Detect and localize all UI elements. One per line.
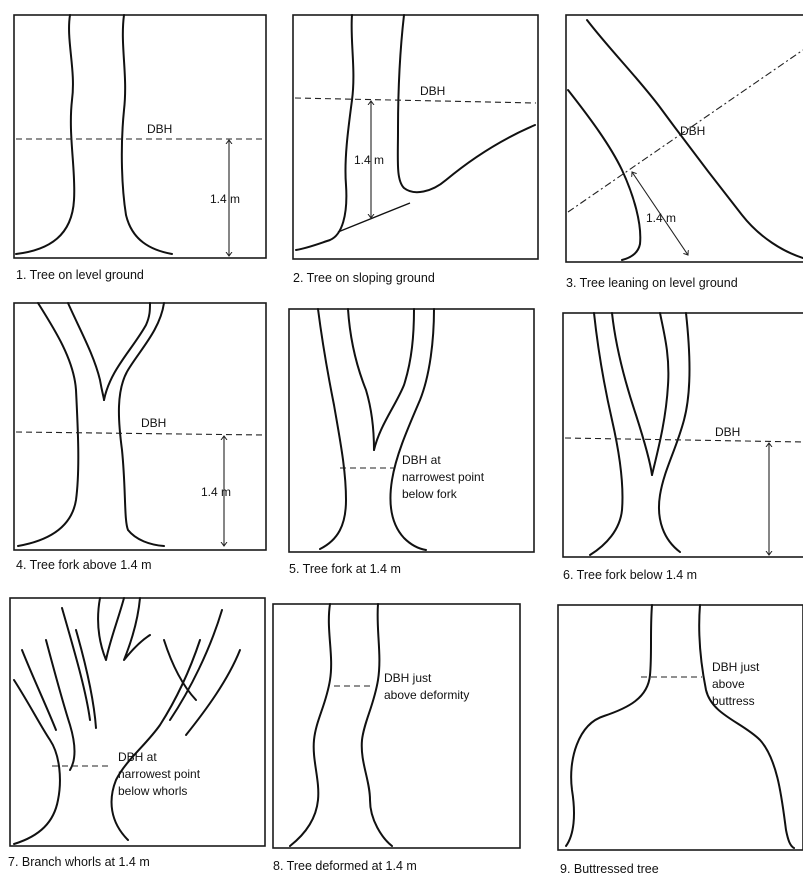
panel-3-dbh-label: DBH [680, 124, 705, 138]
panel-2-height-label: 1.4 m [354, 153, 384, 167]
panel-9-label-line2: above [712, 677, 745, 691]
panel-3-leaning-tree: DBH 1.4 m 3. Tree leaning on level groun… [566, 15, 803, 290]
panel-2-dbh-label: DBH [420, 84, 445, 98]
panel-9-label-line3: buttress [712, 694, 755, 708]
panel-7-label-line2: narrowest point [118, 767, 201, 781]
panel-9-buttressed: DBH just above buttress 9. Buttressed tr… [558, 605, 803, 875]
panel-4-fork-above: DBH 1.4 m 4. Tree fork above 1.4 m [14, 303, 266, 572]
panel-4-height-label: 1.4 m [201, 485, 231, 499]
panel-7-branch-whorls: DBH at narrowest point below whorls 7. B… [8, 598, 265, 869]
panel-3-caption: 3. Tree leaning on level ground [566, 276, 738, 290]
panel-6-caption: 6. Tree fork below 1.4 m [563, 568, 697, 582]
panel-5-caption: 5. Tree fork at 1.4 m [289, 562, 401, 576]
panel-1-dbh-label: DBH [147, 122, 172, 136]
panel-5-label-line1: DBH at [402, 453, 441, 467]
panel-1-caption: 1. Tree on level ground [16, 268, 144, 282]
panel-5-label-line2: narrowest point [402, 470, 485, 484]
panel-7-caption: 7. Branch whorls at 1.4 m [8, 855, 150, 869]
panel-8-deformed: DBH just above deformity 8. Tree deforme… [273, 604, 520, 873]
panel-2-sloping-ground: DBH 1.4 m 2. Tree on sloping ground [293, 15, 538, 285]
panel-6-dbh-label: DBH [715, 425, 740, 439]
panel-5-fork-at: DBH at narrowest point below fork 5. Tre… [289, 309, 534, 576]
panel-6-fork-below: DBH 6. Tree fork below 1.4 m [563, 313, 803, 582]
panel-4-caption: 4. Tree fork above 1.4 m [16, 558, 152, 572]
panel-8-caption: 8. Tree deformed at 1.4 m [273, 859, 417, 873]
panel-1-height-label: 1.4 m [210, 192, 240, 206]
panel-4-dbh-label: DBH [141, 416, 166, 430]
panel-7-label-line1: DBH at [118, 750, 157, 764]
panel-3-height-label: 1.4 m [646, 211, 676, 225]
panel-9-caption: 9. Buttressed tree [560, 862, 659, 875]
panel-1-level-ground: DBH 1.4 m 1. Tree on level ground [14, 15, 266, 282]
panel-2-caption: 2. Tree on sloping ground [293, 271, 435, 285]
panel-8-label-line2: above deformity [384, 688, 469, 702]
panel-5-label-line3: below fork [402, 487, 458, 501]
panel-8-label-line1: DBH just [384, 671, 432, 685]
panel-9-label-line1: DBH just [712, 660, 760, 674]
panel-7-label-line3: below whorls [118, 784, 187, 798]
